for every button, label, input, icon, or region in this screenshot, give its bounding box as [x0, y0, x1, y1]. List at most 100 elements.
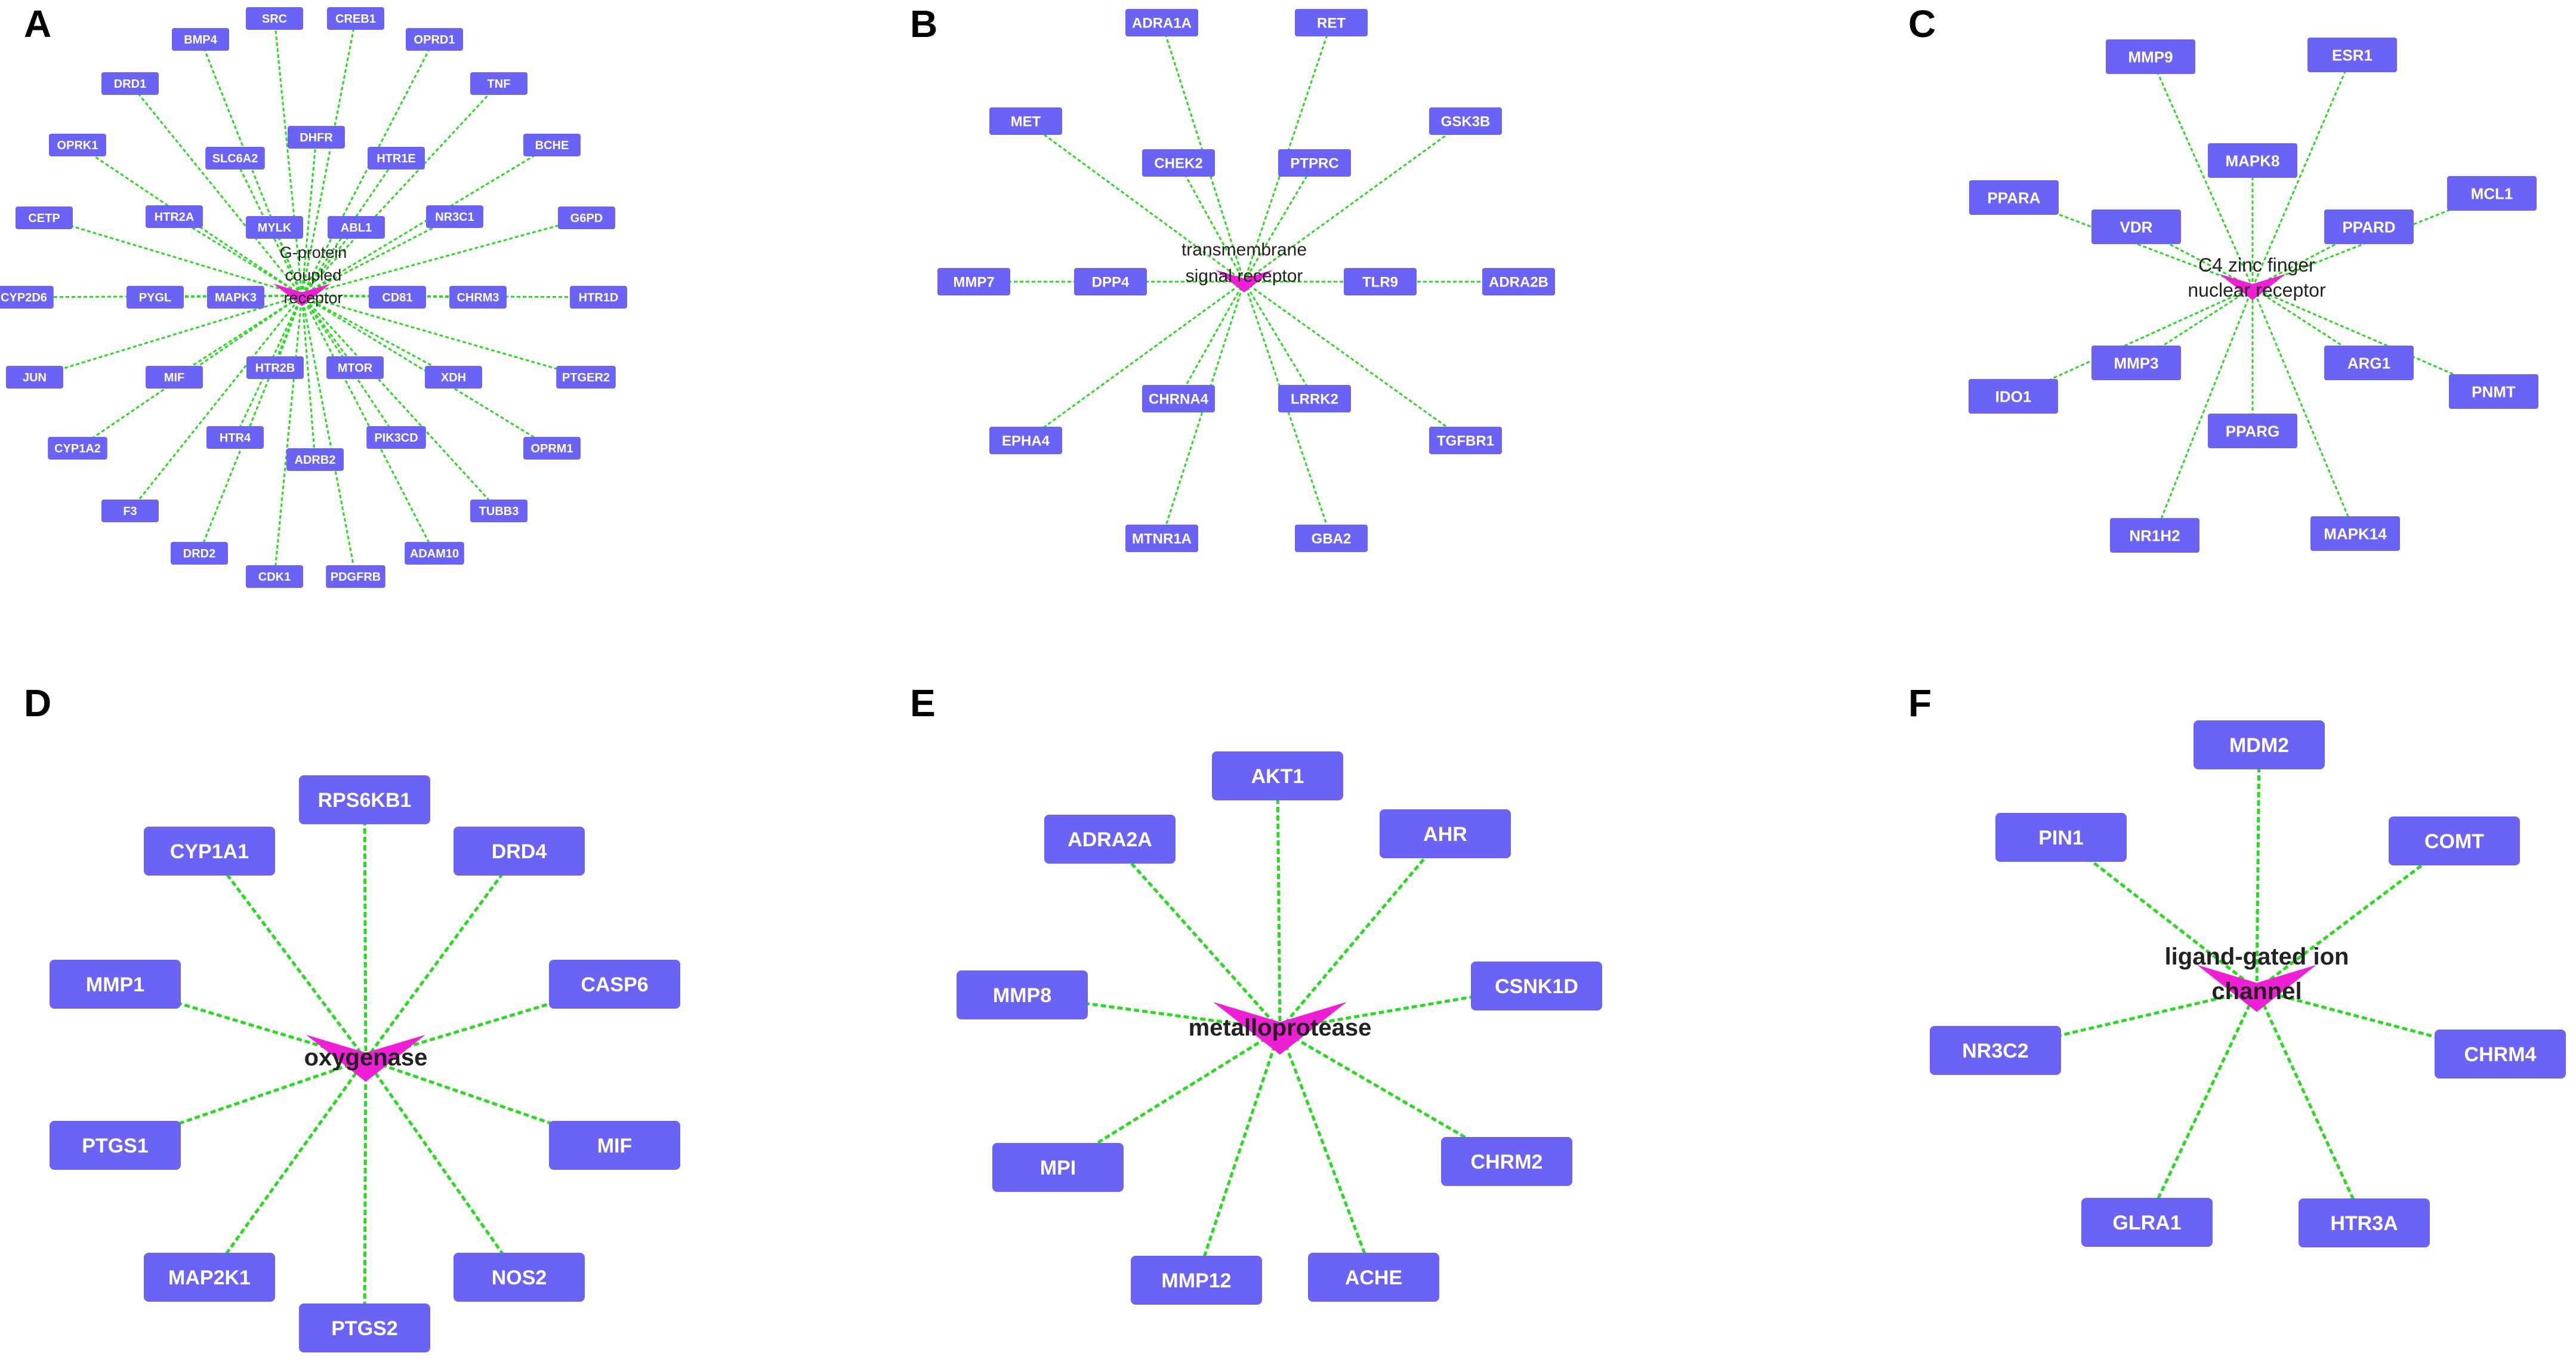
gene-node-label: TNF — [488, 78, 511, 91]
gene-node-label: ACHE — [1345, 1267, 1402, 1289]
gene-node-box — [2194, 720, 2325, 769]
gene-node-box — [1344, 268, 1417, 295]
gene-node-src: SRC — [246, 7, 303, 30]
gene-node-ido1: IDO1 — [1969, 379, 2058, 414]
gene-node-label: OPRM1 — [530, 442, 573, 455]
gene-node-label: CHRM2 — [1471, 1151, 1543, 1173]
gene-node-label: EPHA4 — [1002, 433, 1050, 449]
gene-node-box — [101, 72, 159, 95]
gene-node-label: MMP7 — [953, 275, 994, 291]
hub-label: metalloprotease — [1189, 1015, 1372, 1041]
gene-node-mapk14: MAPK14 — [2310, 516, 2400, 551]
gene-node-ppara: PPARA — [1969, 180, 2059, 215]
gene-node-label: PNMT — [2472, 383, 2516, 400]
gene-node-csnk1d: CSNK1D — [1471, 962, 1602, 1010]
gene-node-arg1: ARG1 — [2324, 346, 2414, 380]
gene-node-box — [286, 448, 344, 471]
gene-node-label: AKT1 — [1251, 765, 1304, 788]
gene-node-label: CHRM3 — [456, 291, 499, 304]
gene-node-adra1a: ADRA1A — [1125, 9, 1198, 36]
edge-cyp1a1 — [208, 850, 367, 1061]
gene-node-box — [16, 207, 73, 229]
gene-node-box — [369, 286, 426, 309]
gene-node-box — [326, 565, 385, 588]
gene-node-box — [1044, 815, 1176, 864]
gene-node-box — [127, 286, 184, 309]
gene-node-box — [171, 542, 228, 565]
gene-node-box — [50, 1121, 181, 1170]
gene-node-label: XDH — [441, 371, 466, 384]
edge-nos2 — [364, 1058, 521, 1278]
gene-node-label: CHRM4 — [2464, 1043, 2537, 1066]
gene-node-box — [1380, 809, 1511, 858]
gene-node-box — [1142, 149, 1215, 177]
edge-met — [1025, 120, 1245, 283]
gene-node-box — [2447, 176, 2537, 211]
gene-node-gsk3b: GSK3B — [1429, 107, 1502, 135]
gene-node-label: SLC6A2 — [212, 152, 258, 165]
gene-node-dhfr: DHFR — [288, 126, 345, 149]
gene-node-label: LRRK2 — [1291, 392, 1338, 408]
gene-node-label: HTR4 — [220, 432, 251, 445]
gene-node-box — [558, 207, 615, 229]
gene-node-label: DRD4 — [492, 840, 547, 863]
gene-node-box — [328, 216, 385, 239]
gene-node-cyp2d6: CYP2D6 — [0, 286, 54, 309]
gene-node-jun: JUN — [6, 366, 63, 389]
gene-node-cetp: CETP — [16, 207, 73, 229]
edges — [1995, 744, 2501, 1224]
gene-node-adam10: ADAM10 — [405, 542, 464, 565]
gene-node-label: OPRD1 — [414, 33, 455, 47]
edge-ptgs2 — [363, 1059, 368, 1329]
edge-htr1d — [301, 294, 599, 298]
gene-node-ret: RET — [1295, 9, 1368, 36]
gene-node-box — [549, 960, 680, 1009]
panel-letter: E — [910, 682, 936, 725]
gene-node-htr2b: HTR2B — [246, 356, 304, 379]
gene-node-label: TGFBR1 — [1437, 433, 1494, 449]
edge-pnmt — [2252, 286, 2494, 393]
gene-node-box — [299, 1304, 430, 1352]
gene-node-box — [1429, 107, 1502, 135]
gene-node-pdgfrb: PDGFRB — [326, 565, 385, 588]
gene-node-dpp4: DPP4 — [1074, 268, 1147, 295]
edge-gsk3b — [1244, 120, 1466, 283]
gene-node-label: CHRNA4 — [1149, 392, 1209, 408]
gene-node-pik3cd: PIK3CD — [366, 426, 426, 449]
edge-htr2a — [174, 215, 303, 297]
gene-node-label: DHFR — [300, 131, 333, 144]
edge-drd4 — [364, 850, 521, 1061]
gene-node-box — [1278, 385, 1351, 412]
gene-node-box — [1295, 9, 1368, 36]
edge-drd1 — [129, 83, 303, 296]
gene-node-esr1: ESR1 — [2307, 38, 2397, 72]
gene-node-box — [1482, 268, 1555, 295]
gene-node-box — [1441, 1137, 1572, 1186]
edge-cdk1 — [273, 295, 303, 577]
gene-node-box — [1295, 525, 1368, 552]
gene-node-box — [2091, 346, 2181, 380]
gene-node-box — [454, 1253, 585, 1302]
gene-node-label: CHEK2 — [1154, 156, 1202, 172]
gene-node-label: MTNR1A — [1132, 531, 1192, 547]
gene-node-cdk1: CDK1 — [246, 565, 303, 588]
gene-node-comt: COMT — [2389, 816, 2520, 865]
gene-node-label: VDR — [2120, 218, 2153, 236]
gene-node-box — [1142, 385, 1215, 412]
gene-node-box — [288, 126, 345, 149]
gene-node-label: G6PD — [570, 212, 603, 225]
gene-node-box — [406, 28, 463, 51]
gene-node-drd2: DRD2 — [171, 542, 228, 565]
gene-node-label: GLRA1 — [2112, 1212, 2181, 1234]
gene-node-label: BMP4 — [184, 33, 217, 47]
edge-cetp — [44, 217, 303, 297]
gene-node-box — [1308, 1253, 1439, 1302]
gene-node-label: ESR1 — [2332, 46, 2373, 64]
gene-node-label: HTR1E — [377, 152, 416, 165]
edge-akt1 — [1276, 775, 1282, 1030]
